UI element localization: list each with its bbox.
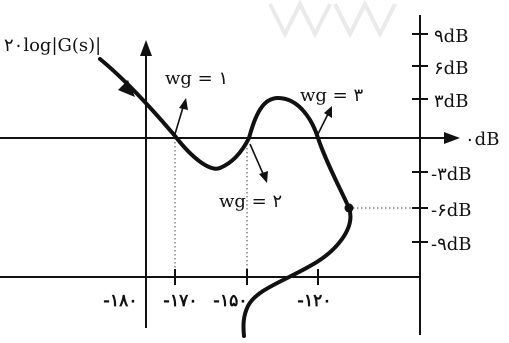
phase-label-180: -۱۸۰: [103, 291, 137, 311]
phase-ticks: [174, 269, 319, 285]
db-label-3: ۳dB: [434, 91, 468, 112]
wg1-label: wg = ۱: [165, 68, 228, 89]
db-labels: ۹dB ۶dB ۳dB ۰dB -۳dB -۶dB -۹dB: [431, 26, 499, 255]
db-ticks: [412, 33, 428, 243]
db-label-minus9: -۹dB: [431, 234, 472, 255]
phase-labels: -۱۸۰ -۱۷۰ -۱۵۰ -۱۲۰: [103, 291, 331, 311]
db-label-6: ۶dB: [434, 58, 468, 79]
db-label-9: ۹dB: [434, 26, 468, 47]
db-label-minus6: -۶dB: [431, 200, 472, 221]
left-axis-arrowhead: [140, 40, 152, 56]
y-axis-label: ۲۰log|G(s)|: [4, 35, 101, 56]
curve-direction-arrow: [118, 80, 135, 97]
zero-db-arrowhead: [444, 132, 460, 144]
watermark: [268, 0, 397, 39]
wg2-label: wg = ۲: [219, 191, 282, 212]
point-minus6db: [344, 203, 354, 213]
wg3-arrow: [317, 106, 332, 135]
wg3-label: wg = ۳: [300, 85, 363, 106]
wg2-arrow: [249, 143, 268, 183]
nichols-curve: [98, 57, 353, 338]
phase-label-170: -۱۷۰: [163, 291, 197, 311]
db-label-0: ۰dB: [465, 129, 499, 150]
wg1-arrow: [174, 98, 188, 135]
db-label-minus3: -۳dB: [431, 164, 472, 185]
phase-label-120: -۱۲۰: [297, 291, 331, 311]
phase-label-150: -۱۵۰: [213, 291, 247, 311]
